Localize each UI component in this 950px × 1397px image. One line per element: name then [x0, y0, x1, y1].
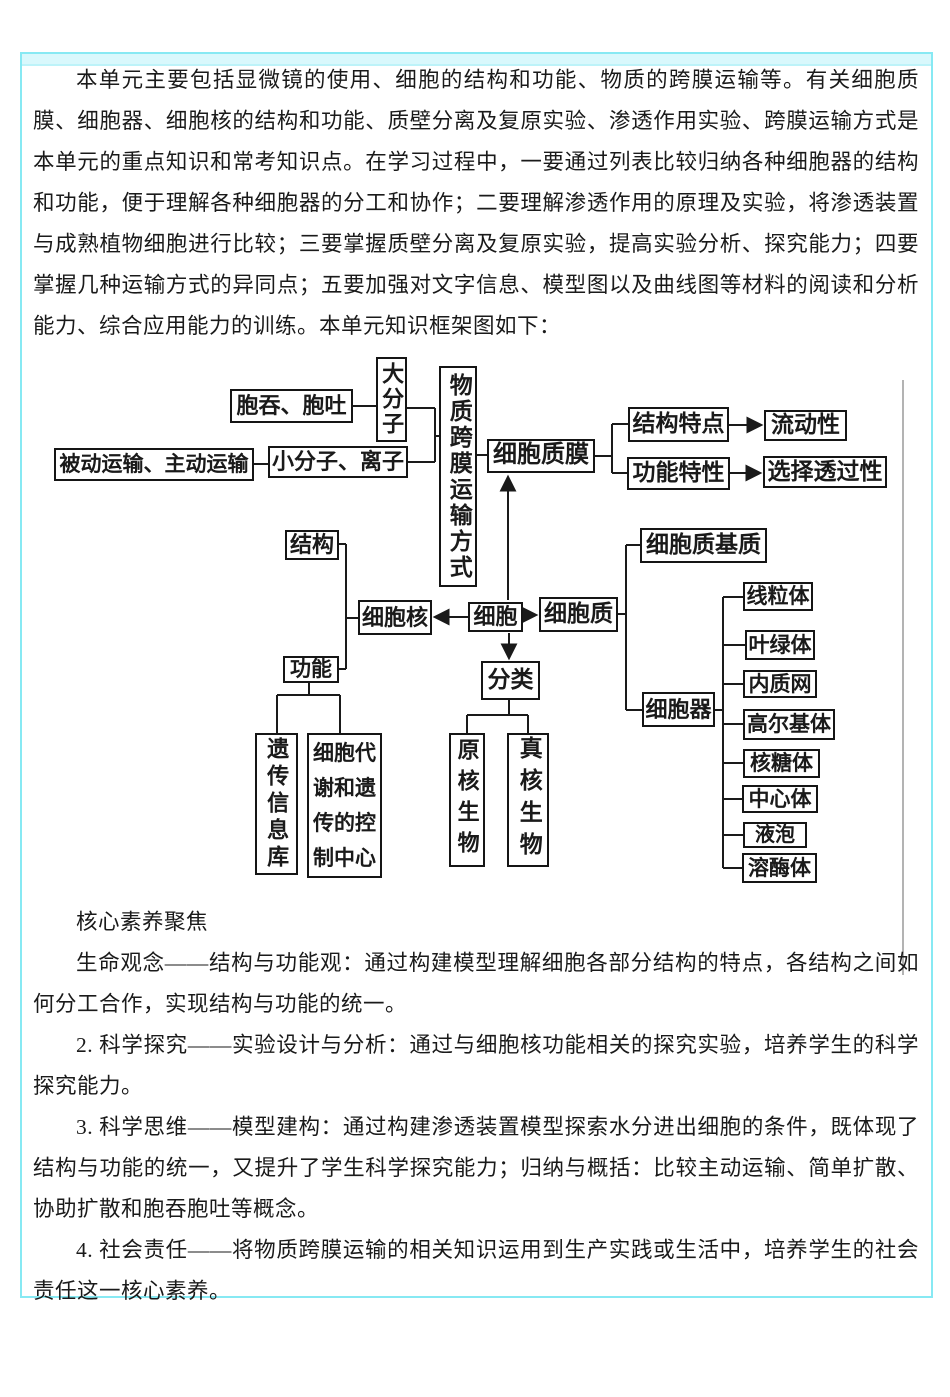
competencies-section: 核心素养聚焦 生命观念——结构与功能观：通过构建模型理解细胞各部分结构的特点，各…: [33, 902, 919, 1312]
node-cytosol: 细胞质基质: [640, 528, 767, 563]
competencies-heading: 核心素养聚焦: [76, 910, 209, 934]
node-functional-property: 功能特性: [627, 457, 730, 490]
node-classification: 分类: [481, 661, 540, 700]
node-metabolism-heredity-control-center: 细胞代谢和遗传的控制中心: [307, 733, 382, 878]
node-cell: 细胞: [468, 602, 523, 632]
node-prokaryote: 原核生物: [449, 733, 485, 867]
node-organelle: 细胞器: [642, 692, 715, 727]
intro-paragraph: 本单元主要包括显微镜的使用、细胞的结构和功能、物质的跨膜运输等。有关细胞质膜、细…: [33, 68, 919, 338]
competency-item-life-concept: 生命观念——结构与功能观：通过构建模型理解细胞各部分结构的特点，各结构之间如何分…: [33, 951, 919, 1016]
node-golgi-body: 高尔基体: [743, 709, 835, 740]
node-structure: 结构: [285, 530, 339, 560]
competency-item-social-responsibility: 4. 社会责任——将物质跨膜运输的相关知识运用到生产实践或生活中，培养学生的社会…: [33, 1238, 919, 1303]
node-cell-membrane: 细胞质膜: [487, 439, 595, 473]
node-macromolecule: 大分子: [376, 357, 407, 442]
node-ribosome: 核糖体: [743, 749, 820, 778]
frame-top-band: [22, 54, 931, 66]
node-vacuole: 液泡: [743, 822, 807, 848]
node-genetic-info-bank: 遗传信息库: [255, 733, 298, 875]
node-endoplasmic-reticulum: 内质网: [743, 670, 817, 698]
node-eukaryote: 真核生物: [507, 733, 549, 867]
node-cytoplasm: 细胞质: [539, 597, 618, 632]
node-passive-active-transport: 被动运输、主动运输: [54, 448, 254, 481]
node-structure-feature: 结构特点: [628, 407, 729, 442]
node-mitochondria: 线粒体: [743, 582, 813, 611]
node-small-molecule-ion: 小分子、离子: [268, 446, 408, 478]
node-lysosome: 溶酶体: [742, 853, 817, 883]
node-nucleus: 细胞核: [358, 600, 432, 635]
node-chloroplast: 叶绿体: [745, 630, 815, 660]
node-endocytosis-exocytosis: 胞吞、胞吐: [230, 389, 353, 423]
node-centrosome: 中心体: [742, 785, 818, 813]
node-transmembrane-transport-mode: 物质跨膜运输方式: [439, 366, 477, 587]
competency-item-scientific-inquiry: 2. 科学探究——实验设计与分析：通过与细胞核功能相关的探究实验，培养学生的科学…: [33, 1033, 919, 1098]
node-fluidity: 流动性: [764, 410, 847, 441]
node-function: 功能: [283, 656, 339, 683]
competency-item-scientific-thinking: 3. 科学思维——模型建构：通过构建渗透装置模型探索水分进出细胞的条件，既体现了…: [33, 1115, 919, 1221]
node-selective-permeability: 选择透过性: [763, 456, 887, 488]
